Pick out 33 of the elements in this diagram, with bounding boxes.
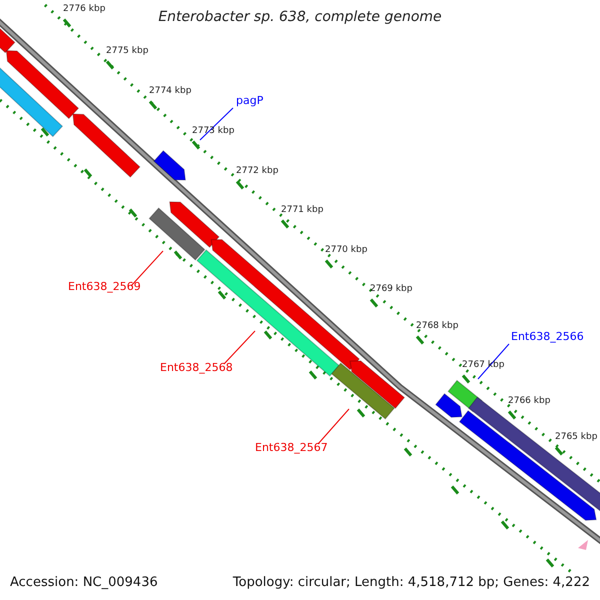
gene-label: Ent638_2566 <box>511 331 584 342</box>
info-text: Topology: circular; Length: 4,518,712 bp; Genes: 4,222 <box>232 576 590 589</box>
gene-label: pagP <box>236 95 264 106</box>
gene-label: Ent638_2568 <box>160 362 233 373</box>
scale-label: 2771 kbp <box>281 206 324 215</box>
gene-feature <box>458 410 597 521</box>
gene-bar <box>468 396 600 514</box>
info-text: Accession: NC_009436 <box>10 576 158 589</box>
gene-label: Ent638_2569 <box>68 281 141 292</box>
gene-feature <box>72 114 141 178</box>
scale-label: 2766 kbp <box>508 397 550 406</box>
gene-bar <box>148 207 206 261</box>
leader-line <box>478 344 510 380</box>
leader-line <box>224 330 256 364</box>
scale-label: 2775 kbp <box>106 47 148 56</box>
scale-label: 2765 kbp <box>555 433 598 442</box>
gene-feature <box>6 50 80 120</box>
scale-label: 2774 kbp <box>149 87 192 96</box>
leader-line <box>130 250 164 286</box>
gene-bar <box>330 362 396 420</box>
gene-feature <box>350 360 406 409</box>
gene-feature <box>153 150 186 181</box>
title: Enterobacter sp. 638, complete genome <box>158 9 442 25</box>
scale-label: 2776 kbp <box>63 5 106 14</box>
scale-label: 2770 kbp <box>325 246 368 255</box>
gene-feature <box>435 393 462 418</box>
gene-label: Ent638_2567 <box>255 442 328 453</box>
scale-label: 2772 kbp <box>236 167 278 176</box>
gene-feature <box>169 201 220 248</box>
gene-bar <box>0 26 16 54</box>
scale-label: 2769 kbp <box>370 285 412 294</box>
leader-line <box>318 408 350 444</box>
scale-label: 2768 kbp <box>416 322 458 331</box>
